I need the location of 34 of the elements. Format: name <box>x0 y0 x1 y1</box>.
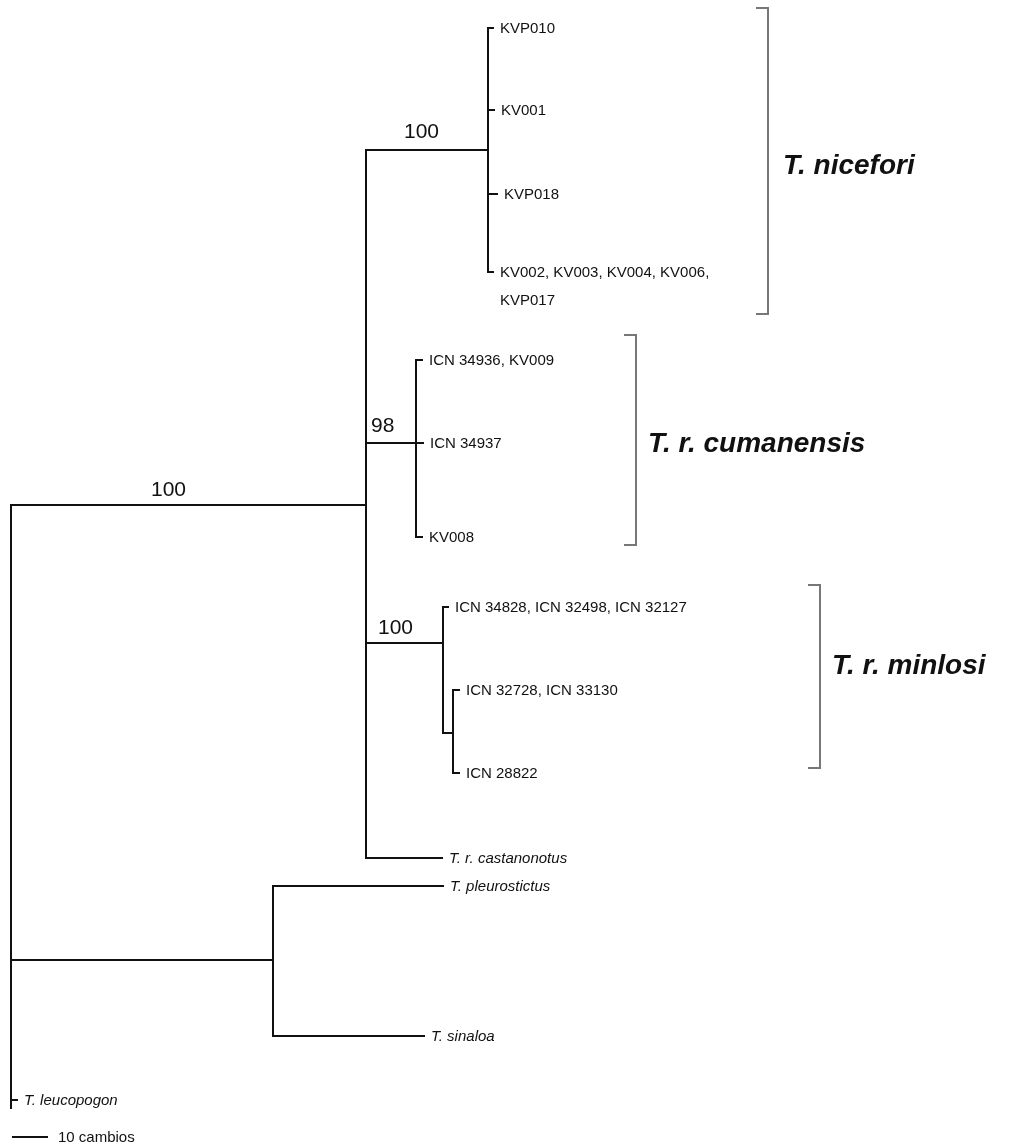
taxon-label: ICN 34936, KV009 <box>423 346 555 374</box>
scale-label: 10 cambios <box>58 1128 135 1146</box>
vertical-branch-line <box>365 149 367 859</box>
vertical-branch-line <box>442 606 444 734</box>
taxon-label: T. sinaloa <box>425 1022 495 1050</box>
taxon-label: T. pleurostictus <box>444 872 551 900</box>
branch-line <box>272 885 445 887</box>
branch-line <box>10 504 366 506</box>
branch-line <box>10 959 273 961</box>
vertical-branch-line <box>415 359 417 538</box>
taxon-label: T. leucopogon <box>18 1086 118 1114</box>
vertical-branch-line <box>272 885 274 1037</box>
branch-line <box>365 642 443 644</box>
taxon-label: ICN 32728, ICN 33130 <box>460 676 618 704</box>
taxon-label: KV001 <box>495 96 547 124</box>
taxon-label: ICN 34937 <box>424 429 502 457</box>
taxon-label: ICN 28822 <box>460 759 538 787</box>
vertical-branch-line <box>10 504 12 1109</box>
clade-name: T. r. cumanensis <box>648 427 866 459</box>
clade-name: T. nicefori <box>783 149 915 181</box>
vertical-branch-line <box>487 27 489 273</box>
taxon-label: KVP018 <box>498 180 560 208</box>
branch-line <box>487 193 499 195</box>
vertical-branch-line <box>452 689 454 774</box>
taxon-label: KV008 <box>423 523 475 551</box>
branch-line <box>365 857 444 859</box>
taxon-label: KV002, KV003, KV004, KV006, KVP017 <box>494 258 748 314</box>
taxon-label: T. r. castanonotus <box>443 844 568 872</box>
taxon-label: KVP010 <box>494 14 556 42</box>
branch-line <box>365 149 488 151</box>
branch-line <box>365 442 416 444</box>
branch-line <box>272 1035 426 1037</box>
taxon-label: ICN 34828, ICN 32498, ICN 32127 <box>449 593 687 621</box>
clade-name: T. r. minlosi <box>832 649 986 681</box>
